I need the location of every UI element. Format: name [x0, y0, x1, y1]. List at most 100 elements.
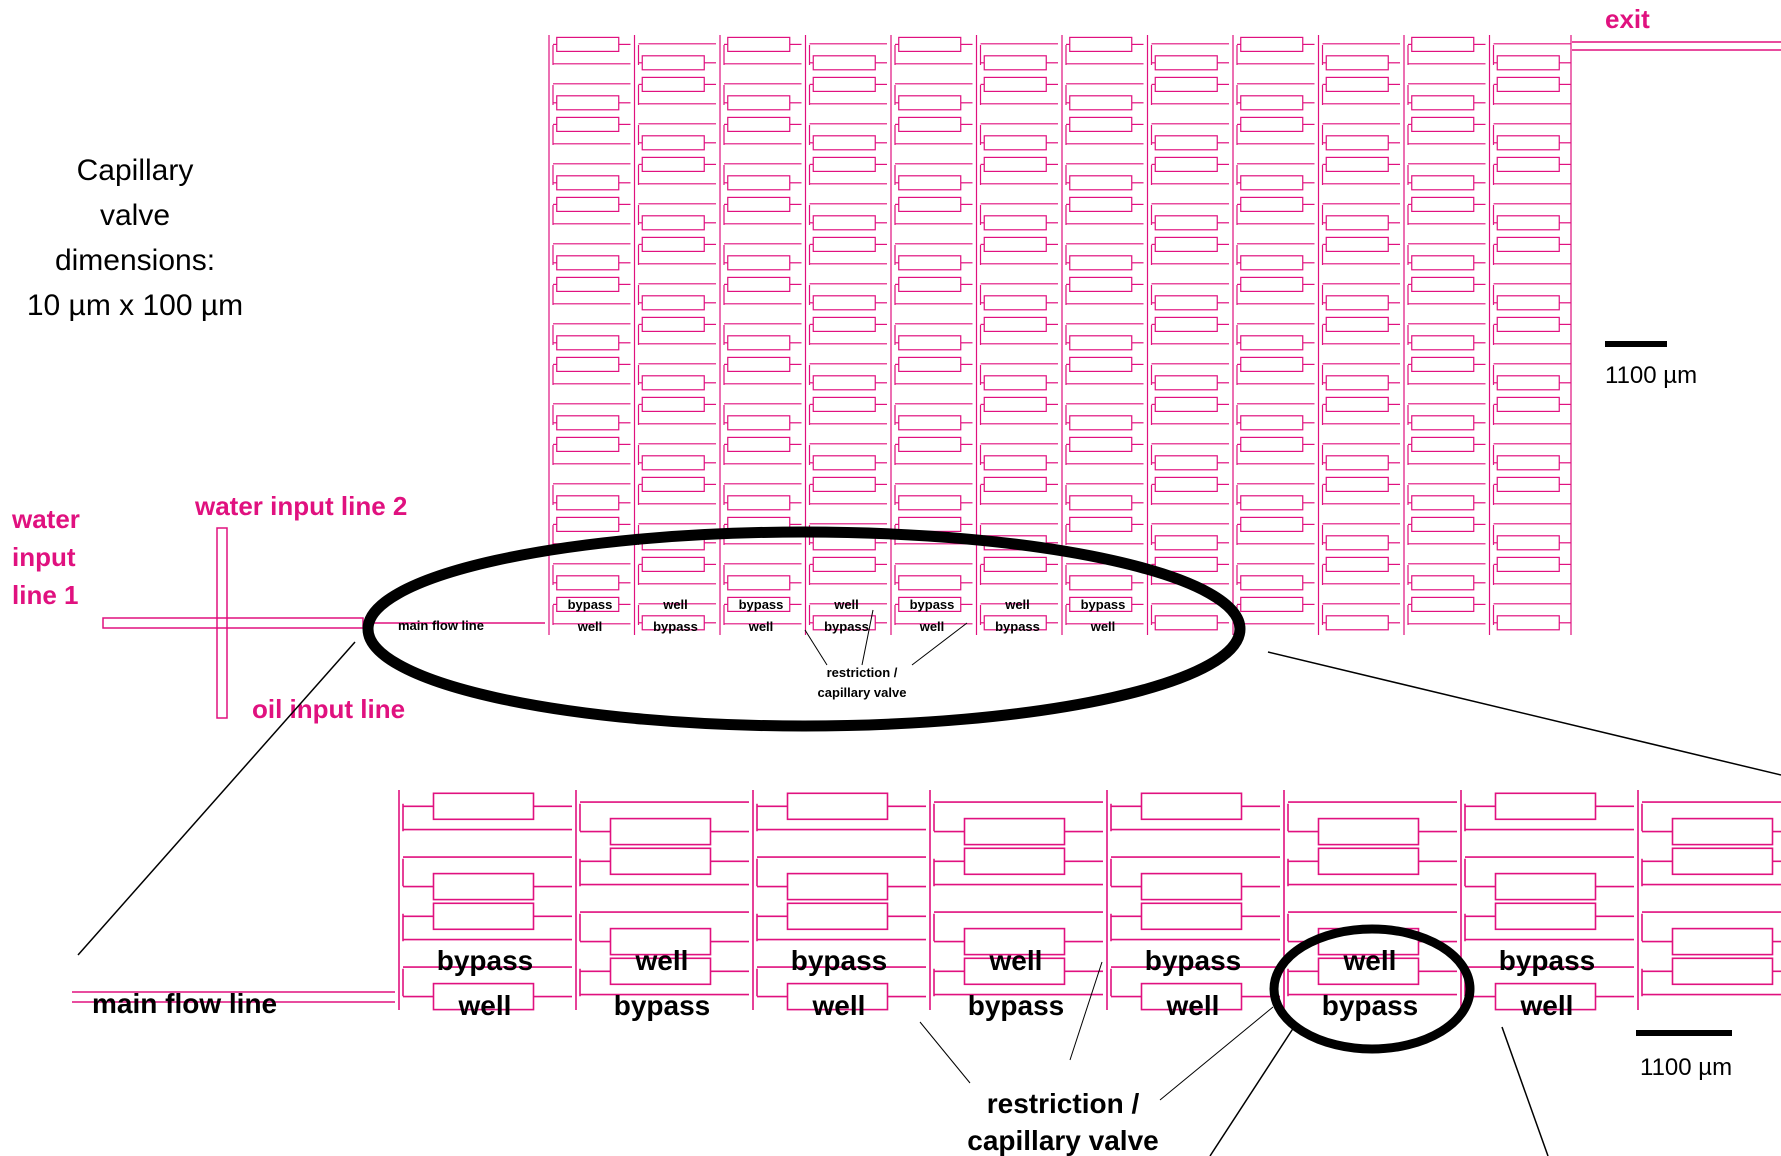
- well-chamber: [786, 872, 889, 901]
- well-chamber: [1411, 255, 1475, 271]
- well-chamber: [812, 396, 876, 412]
- well-chamber: [432, 792, 535, 821]
- well-chamber: [641, 76, 705, 93]
- well-chamber: [1240, 116, 1304, 133]
- well-chamber: [1069, 36, 1133, 53]
- well-chamber: [1325, 215, 1389, 231]
- well-chamber: [556, 276, 620, 292]
- well-chamber: [1411, 436, 1475, 452]
- well-chamber: [1496, 55, 1560, 71]
- well-chamber: [1240, 356, 1304, 372]
- well-chamber: [983, 76, 1047, 93]
- well-chamber: [1317, 817, 1420, 846]
- well-chamber: [1069, 116, 1133, 133]
- well-chamber: [1069, 495, 1133, 511]
- well-chamber: [727, 495, 791, 511]
- well-chamber: [727, 196, 791, 212]
- water-input-line-1-label-b: input: [12, 542, 76, 572]
- small-cell-label-top: well: [1004, 597, 1030, 612]
- well-chamber: [727, 116, 791, 133]
- well-chamber: [983, 135, 1047, 151]
- well-chamber: [1325, 615, 1389, 631]
- well-chamber: [1140, 982, 1243, 1011]
- well-chamber: [1154, 455, 1218, 471]
- well-chamber: [641, 476, 705, 492]
- zoom-cell-label-bottom: well: [1520, 990, 1574, 1021]
- well-chamber: [1154, 396, 1218, 412]
- well-chamber: [556, 335, 620, 351]
- water-input-line-2-channel: [216, 527, 228, 719]
- scale-bar-bottom-label: 1100 µm: [1640, 1054, 1732, 1081]
- oil-input-line-label: oil input line: [252, 694, 405, 724]
- well-chamber: [1496, 556, 1560, 573]
- well-chamber: [898, 436, 962, 452]
- magnify-ellipse-small: [1269, 924, 1475, 1054]
- well-chamber: [641, 295, 705, 311]
- magnify-ellipse-large: [362, 526, 1246, 732]
- well-chamber: [727, 175, 791, 191]
- well-chamber: [1325, 76, 1389, 93]
- well-chamber: [556, 596, 620, 613]
- restriction-small-label-a: restriction /: [827, 665, 898, 680]
- well-chamber: [641, 236, 705, 252]
- well-chamber: [983, 375, 1047, 391]
- title-line-4: 10 µm x 100 µm: [27, 289, 243, 322]
- well-chamber: [641, 215, 705, 231]
- well-chamber: [1069, 196, 1133, 212]
- well-chamber: [1494, 982, 1597, 1011]
- well-chamber: [609, 847, 712, 876]
- well-chamber: [641, 455, 705, 471]
- well-chamber: [1496, 455, 1560, 471]
- well-chamber: [898, 276, 962, 292]
- well-chamber: [556, 36, 620, 53]
- well-chamber: [1325, 55, 1389, 71]
- well-chamber: [1240, 335, 1304, 351]
- well-chamber: [1154, 476, 1218, 492]
- well-chamber: [1411, 276, 1475, 292]
- well-chamber: [1240, 196, 1304, 212]
- well-chamber: [963, 817, 1066, 846]
- well-chamber: [1325, 476, 1389, 492]
- well-chamber: [898, 415, 962, 431]
- well-chamber: [432, 872, 535, 901]
- well-chamber: [963, 847, 1066, 876]
- well-chamber: [1154, 215, 1218, 231]
- zoom-cell-label-top: well: [635, 945, 689, 976]
- well-chamber: [1496, 135, 1560, 151]
- well-chamber: [556, 575, 620, 591]
- well-chamber: [983, 55, 1047, 71]
- zoom-connector-lines: [77, 641, 1781, 1156]
- well-chamber: [556, 255, 620, 271]
- well-chamber: [786, 902, 889, 931]
- well-chamber: [1411, 356, 1475, 372]
- well-chamber: [812, 476, 876, 492]
- well-chamber: [1069, 175, 1133, 191]
- small-cell-label-bottom: well: [577, 619, 603, 634]
- water-input-line-1-label-a: water: [11, 504, 80, 534]
- scale-bar-top-label: 1100 µm: [1605, 362, 1697, 389]
- zoom-cell-label-top: well: [989, 945, 1043, 976]
- zoom-main-flow-line-label: main flow line: [92, 988, 277, 1019]
- well-chamber: [1496, 396, 1560, 412]
- scale-bar-top: [1605, 341, 1667, 347]
- well-chamber: [727, 356, 791, 372]
- well-chamber: [1069, 335, 1133, 351]
- well-chamber: [641, 375, 705, 391]
- well-chamber: [1411, 116, 1475, 133]
- exit-label: exit: [1605, 4, 1650, 34]
- title-line-1: Capillary: [77, 154, 194, 187]
- well-chamber: [812, 236, 876, 252]
- well-chamber: [1240, 495, 1304, 511]
- well-chamber: [786, 982, 889, 1011]
- well-chamber: [1325, 396, 1389, 412]
- small-cell-label-top: bypass: [568, 597, 613, 612]
- zoom-cell-label-bottom: bypass: [968, 990, 1065, 1021]
- zoom-cell-label-bottom: well: [1166, 990, 1220, 1021]
- title-line-2: valve: [100, 199, 170, 232]
- well-chamber: [556, 175, 620, 191]
- well-chamber: [812, 76, 876, 93]
- well-chamber: [1069, 516, 1133, 533]
- well-chamber: [432, 982, 535, 1011]
- well-chamber: [1496, 375, 1560, 391]
- well-chamber: [1496, 316, 1560, 332]
